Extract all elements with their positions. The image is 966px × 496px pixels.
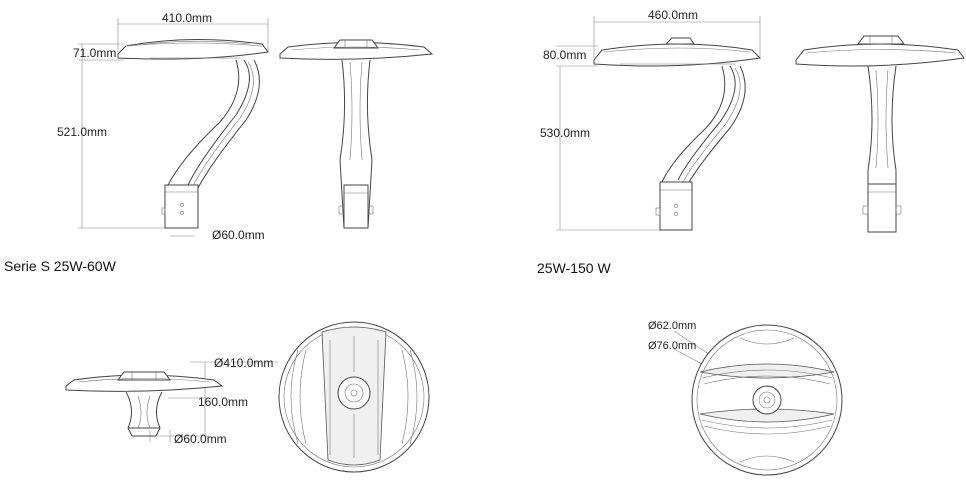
s-width-label: 410.0mm [162,11,212,25]
series-150-side-view [556,16,762,231]
series-s-caption: Serie S 25W-60W [4,258,117,274]
w150-outer-diameter-label: Ø76.0mm [648,340,696,352]
w150-inner-diameter-label: Ø62.0mm [648,320,696,332]
w150-width-label: 460.0mm [648,8,698,22]
s-total-height-label: 521.0mm [57,125,107,139]
w150-head-height-label: 80.0mm [543,48,586,62]
series-s-low-side-view [65,361,278,442]
series-150-caption: 25W-150 W [537,260,611,276]
series-s-side-view [78,18,269,237]
s-base-diameter-label: Ø60.0mm [212,228,265,242]
series-150-front-view [795,35,965,233]
s-bottom-diameter-label: Ø410.0mm [214,356,273,370]
series-150-bottom-view [673,324,843,476]
s-bottom-height-label: 160.0mm [198,395,248,409]
series-s-front-view [279,39,434,229]
w150-total-height-label: 530.0mm [540,126,590,140]
s-head-height-label: 71.0mm [73,46,116,60]
s-bottom-base-diameter-label: Ø60.0mm [174,432,227,446]
series-s-bottom-view [278,321,430,473]
